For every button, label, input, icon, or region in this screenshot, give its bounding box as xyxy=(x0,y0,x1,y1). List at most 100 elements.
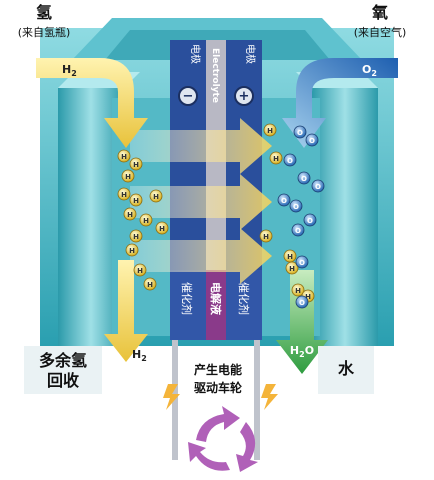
catalyst-right-label: 催化剂 xyxy=(237,282,251,315)
h-atom-icon: H xyxy=(263,123,277,137)
h-atom-icon: H xyxy=(117,187,131,201)
svg-text:O: O xyxy=(295,227,301,235)
h-atom-icon: H xyxy=(117,149,131,163)
h-atom-icon: H xyxy=(269,151,283,165)
svg-text:H: H xyxy=(127,211,133,219)
svg-text:H: H xyxy=(143,217,149,225)
h-atom-icon: H xyxy=(143,277,157,291)
hydrogen-title: 氢 xyxy=(36,3,52,22)
h-atom-icon: H xyxy=(285,261,299,275)
svg-text:H: H xyxy=(159,225,165,233)
electrolyte-cn-label: 电解液 xyxy=(209,282,223,316)
svg-text:H: H xyxy=(133,233,139,241)
excess-hydrogen-line1: 多余氢 xyxy=(39,351,87,370)
o-atom-icon: O xyxy=(291,223,305,237)
power-box xyxy=(176,356,260,398)
right-plate xyxy=(312,88,378,346)
water-outflow-arrow xyxy=(276,270,328,374)
svg-text:O: O xyxy=(301,175,307,183)
power-line2: 驱动车轮 xyxy=(194,380,243,395)
h-atom-icon: H xyxy=(129,229,143,243)
electrolyte-en-label: Electrolyte xyxy=(210,48,220,103)
svg-text:O: O xyxy=(281,197,287,205)
hydrogen-out-label: H2 xyxy=(132,348,147,363)
h-atom-icon: H xyxy=(125,243,139,257)
svg-text:H: H xyxy=(133,161,139,169)
svg-text:O: O xyxy=(309,137,315,145)
h-atom-icon: H xyxy=(123,207,137,221)
svg-text:H: H xyxy=(121,191,127,199)
excess-hydrogen-box xyxy=(24,346,102,394)
svg-text:H: H xyxy=(137,267,143,275)
rotation-cycle-icon xyxy=(188,406,258,472)
water-label: 水 xyxy=(338,359,355,378)
svg-text:H: H xyxy=(273,155,279,163)
water-formula-label: H2O xyxy=(290,344,314,359)
o-atom-icon: O xyxy=(283,153,297,167)
negative-terminal-icon: − xyxy=(178,86,198,106)
svg-text:O: O xyxy=(287,157,293,165)
o-atom-icon: O xyxy=(297,171,311,185)
svg-text:O: O xyxy=(293,203,299,211)
circuit-wires xyxy=(172,340,260,460)
svg-text:H: H xyxy=(133,197,139,205)
svg-text:O: O xyxy=(315,183,321,191)
svg-text:H: H xyxy=(289,265,295,273)
svg-text:H: H xyxy=(153,193,159,201)
oxygen-inflow-arrow xyxy=(282,58,398,148)
h-atom-icon: H xyxy=(129,193,143,207)
proton-flow-arrows xyxy=(130,118,272,284)
svg-text:H: H xyxy=(125,173,131,181)
hydrogen-atoms: H H H H H H H H H H H H H H H H H H H H xyxy=(117,123,315,303)
svg-text:+: + xyxy=(239,89,250,104)
svg-text:H: H xyxy=(267,127,273,135)
svg-text:O: O xyxy=(299,299,305,307)
oxygen-atoms: O O O O O O O O O O O xyxy=(277,125,325,309)
h-atom-icon: H xyxy=(155,221,169,235)
svg-text:H: H xyxy=(287,253,293,261)
electrode-left-label: 电极 xyxy=(189,44,202,64)
water-box xyxy=(318,346,374,394)
svg-text:−: − xyxy=(183,89,194,104)
svg-text:H: H xyxy=(263,233,269,241)
hydrogen-source: (来自氢瓶) xyxy=(18,25,71,39)
excess-hydrogen-line2: 回收 xyxy=(47,371,79,390)
positive-terminal-icon: + xyxy=(234,86,254,106)
o-atom-icon: O xyxy=(289,199,303,213)
oxygen-in-label: O2 xyxy=(362,63,377,78)
svg-text:H: H xyxy=(305,293,311,301)
power-line1: 产生电能 xyxy=(194,362,242,377)
hydrogen-in-label: H2 xyxy=(62,63,77,78)
h-atom-icon: H xyxy=(139,213,153,227)
o-atom-icon: O xyxy=(295,255,309,269)
h-atom-icon: H xyxy=(259,229,273,243)
o-atom-icon: O xyxy=(295,295,309,309)
svg-text:O: O xyxy=(299,259,305,267)
h-atom-icon: H xyxy=(283,249,297,263)
o-atom-icon: O xyxy=(303,213,317,227)
o-atom-icon: O xyxy=(311,179,325,193)
o-atom-icon: O xyxy=(277,193,291,207)
electrode-right-label: 电极 xyxy=(244,44,257,64)
h-atom-icon: H xyxy=(129,157,143,171)
svg-text:H: H xyxy=(295,287,301,295)
h-atom-icon: H xyxy=(149,189,163,203)
h-atom-icon: H xyxy=(133,263,147,277)
hydrogen-outflow-arrow xyxy=(104,260,148,362)
o-atom-icon: O xyxy=(305,133,319,147)
svg-text:H: H xyxy=(129,247,135,255)
svg-text:O: O xyxy=(297,129,303,137)
o-atom-icon: O xyxy=(293,125,307,139)
oxygen-title: 氧 xyxy=(371,3,388,22)
h-atom-icon: H xyxy=(121,169,135,183)
hydrogen-inflow-arrow xyxy=(36,58,148,148)
h-atom-icon: H xyxy=(291,283,305,297)
svg-text:H: H xyxy=(121,153,127,161)
lightning-left-icon xyxy=(163,384,180,410)
svg-text:O: O xyxy=(307,217,313,225)
lightning-right-icon xyxy=(261,384,278,410)
oxygen-source: (来自空气) xyxy=(354,25,407,39)
svg-text:H: H xyxy=(147,281,153,289)
